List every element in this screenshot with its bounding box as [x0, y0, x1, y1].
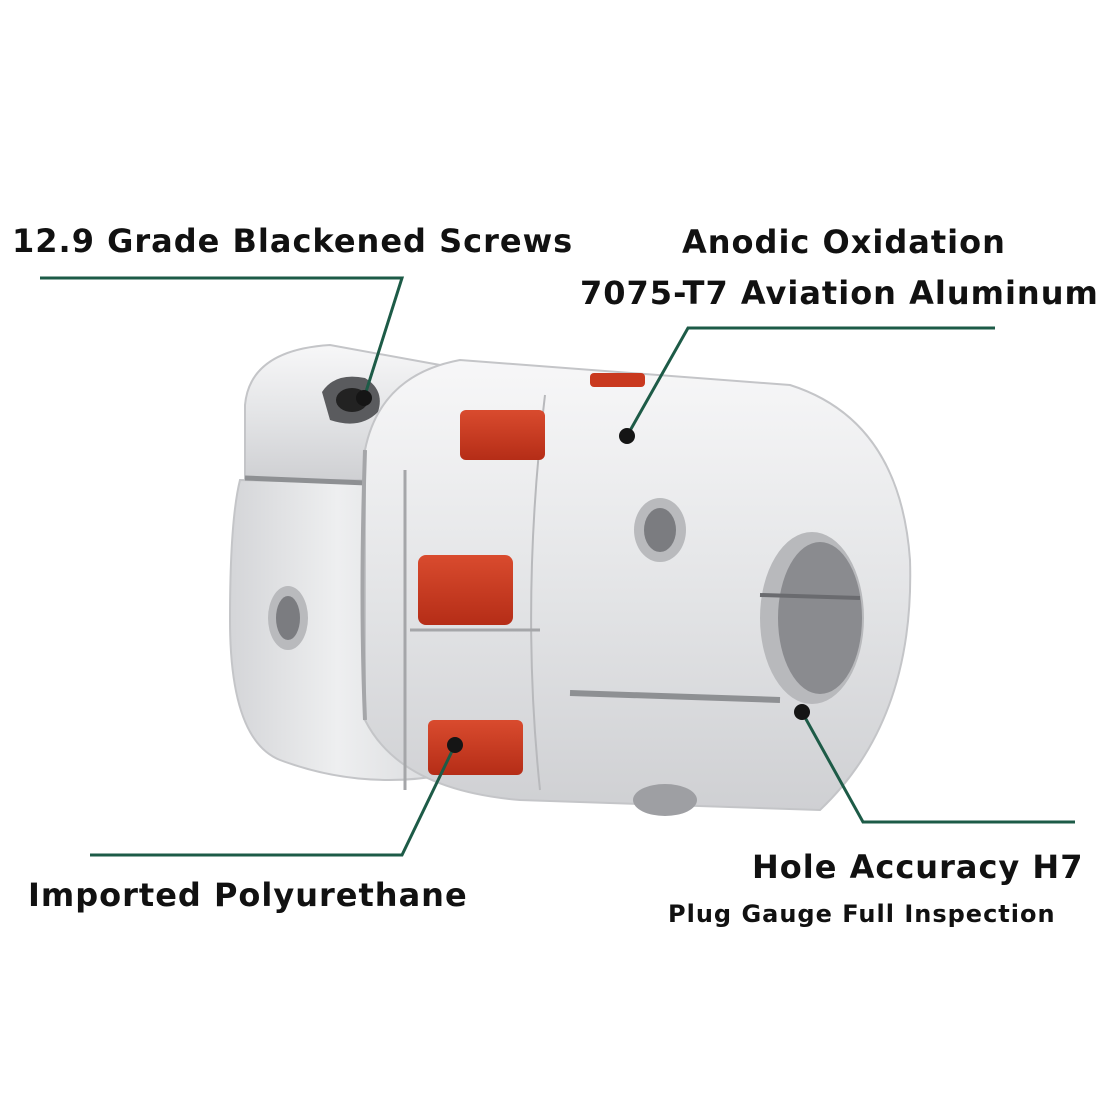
screws-callout: 12.9 Grade Blackened Screws	[12, 222, 574, 260]
accuracy-callout-line2: Plug Gauge Full Inspection	[668, 900, 1056, 928]
accuracy-dot	[794, 704, 810, 720]
polyurethane-spider	[418, 373, 645, 775]
screws-dot	[356, 390, 372, 406]
accuracy-leader	[800, 711, 1075, 824]
spider-callout: Imported Polyurethane	[28, 876, 468, 914]
leader-lines	[40, 276, 1075, 857]
spider-dot	[447, 737, 463, 753]
leader-dots	[356, 390, 810, 753]
spider-leader	[90, 744, 457, 857]
material-leader	[625, 326, 995, 437]
material-callout-line1: Anodic Oxidation	[682, 223, 1006, 261]
material-dot	[619, 428, 635, 444]
screws-leader	[40, 276, 405, 399]
right-hub	[360, 358, 912, 816]
material-callout-line2: 7075-T7 Aviation Aluminum	[580, 274, 1099, 312]
accuracy-callout-line1: Hole Accuracy H7	[752, 848, 1084, 886]
